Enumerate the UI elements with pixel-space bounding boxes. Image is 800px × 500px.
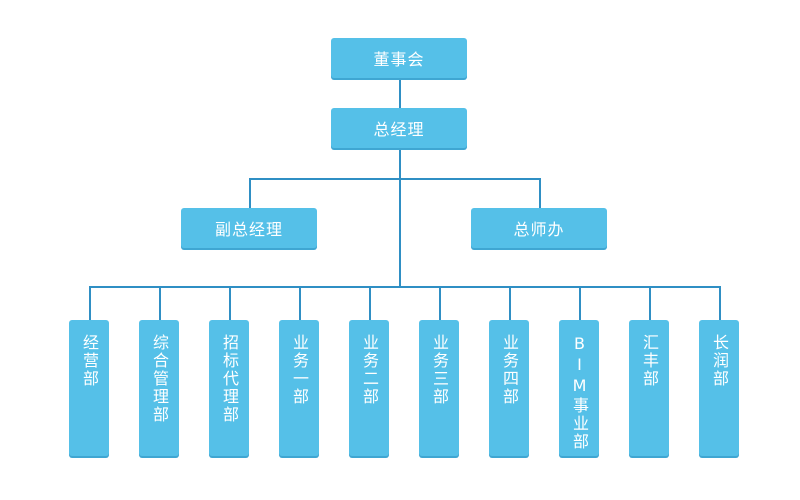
department-label: BIM事业部: [570, 334, 589, 451]
connector-to-deputy-gm: [249, 178, 251, 208]
connector-dept-4: [299, 286, 301, 320]
node-chief-engineer-office: 总师办: [471, 208, 607, 248]
department-label: 业务三部: [430, 334, 449, 406]
department-label: 招标代理部: [220, 334, 239, 424]
connector-dept-5: [369, 286, 371, 320]
connector-dept-7: [509, 286, 511, 320]
node-department: 业务三部: [419, 320, 459, 456]
node-board-of-directors: 董事会: [331, 38, 467, 78]
department-label: 长润部: [710, 334, 729, 388]
department-label: 汇丰部: [640, 334, 659, 388]
connector-dept-2: [159, 286, 161, 320]
connector-dept-8: [579, 286, 581, 320]
node-department: 长润部: [699, 320, 739, 456]
department-label: 业务二部: [360, 334, 379, 406]
node-department: BIM事业部: [559, 320, 599, 456]
node-department: 招标代理部: [209, 320, 249, 456]
node-department: 综合管理部: [139, 320, 179, 456]
node-department: 业务一部: [279, 320, 319, 456]
connector-dept-6: [439, 286, 441, 320]
connector-gm-trunk: [399, 148, 401, 288]
node-department: 业务四部: [489, 320, 529, 456]
connector-level3-horizontal: [249, 178, 541, 180]
node-department: 汇丰部: [629, 320, 669, 456]
node-general-manager: 总经理: [331, 108, 467, 148]
department-label: 业务一部: [290, 334, 309, 406]
department-label: 综合管理部: [150, 334, 169, 424]
node-department: 经营部: [69, 320, 109, 456]
connector-dept-1: [89, 286, 91, 320]
connector-to-chief-office: [539, 178, 541, 208]
department-label: 业务四部: [500, 334, 519, 406]
connector-dept-10: [719, 286, 721, 320]
connector-departments-horizontal: [89, 286, 721, 288]
node-department: 业务二部: [349, 320, 389, 456]
node-deputy-general-manager: 副总经理: [181, 208, 317, 248]
department-label: 经营部: [80, 334, 99, 388]
connector-dept-9: [649, 286, 651, 320]
connector-dept-3: [229, 286, 231, 320]
connector-board-to-gm: [399, 78, 401, 108]
